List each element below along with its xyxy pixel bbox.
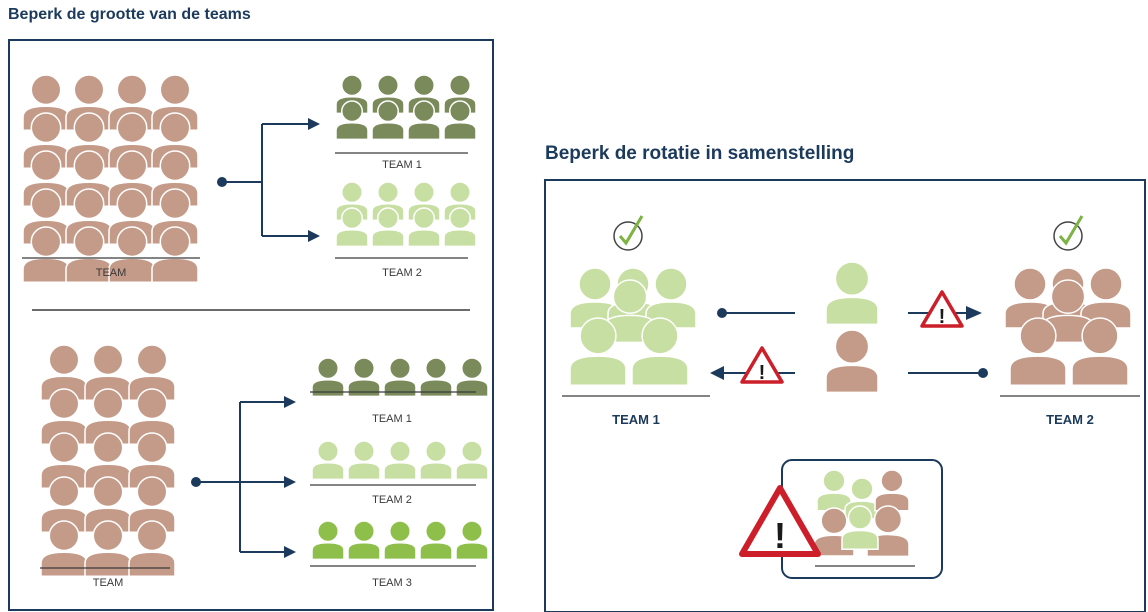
top-split-connector	[222, 123, 310, 237]
person-icon	[311, 440, 345, 481]
bottom-target-label-3: TEAM 3	[372, 577, 412, 589]
person-icon	[65, 226, 113, 283]
arrow-right-icon	[308, 118, 320, 130]
person-icon	[455, 520, 489, 561]
person-icon	[383, 440, 417, 481]
bottom-target-label-2: TEAM 2	[372, 494, 412, 506]
person-icon	[419, 357, 453, 398]
person-icon	[407, 207, 441, 248]
person-icon	[311, 520, 345, 561]
person-icon	[874, 469, 910, 512]
bottom-split-node	[191, 477, 201, 487]
person-icon	[419, 440, 453, 481]
person-icon	[1080, 267, 1132, 329]
person-icon	[40, 520, 88, 577]
right-panel-frame	[544, 179, 1146, 612]
bottom-split-connector	[196, 401, 286, 553]
arrow-right-icon	[966, 306, 982, 320]
person-icon	[22, 226, 70, 283]
right-team2-label: TEAM 2	[1046, 412, 1094, 427]
person-icon	[443, 100, 477, 141]
person-icon	[347, 440, 381, 481]
person-icon	[455, 357, 489, 398]
top-target-label-2: TEAM 2	[382, 267, 422, 279]
arrow-right-icon	[308, 230, 320, 242]
person-icon	[841, 505, 879, 550]
person-icon	[347, 357, 381, 398]
warning-symbol: !	[759, 362, 766, 384]
person-icon	[335, 207, 369, 248]
person-icon	[371, 207, 405, 248]
person-icon	[816, 469, 852, 512]
top-target-label-1: TEAM 1	[382, 159, 422, 171]
person-icon	[1009, 317, 1067, 386]
warning-symbol: !	[939, 306, 946, 328]
top-source-label: TEAM	[96, 267, 127, 279]
person-icon	[311, 357, 345, 398]
person-icon	[84, 520, 132, 577]
right-team1-label: TEAM 1	[612, 412, 660, 427]
arrow-right-icon	[284, 546, 296, 558]
check-circle-icon	[613, 215, 644, 251]
bottom-target-label-1: TEAM 1	[372, 413, 412, 425]
arrow-right-icon	[284, 396, 296, 408]
person-icon	[151, 226, 199, 283]
warning-triangle-icon: !	[740, 346, 784, 384]
person-icon	[335, 100, 369, 141]
warning-symbol: !	[774, 515, 786, 556]
left-panel-title: Beperk de grootte van de teams	[8, 6, 251, 23]
person-icon	[569, 317, 627, 386]
top-split-node	[217, 177, 227, 187]
check-circle-icon	[1053, 215, 1084, 251]
right-panel-title: Beperk de rotatie in samenstelling	[545, 143, 855, 164]
warning-triangle-icon: !	[920, 290, 964, 328]
person-icon	[825, 329, 879, 394]
person-icon	[825, 261, 879, 326]
connector-node	[717, 308, 727, 318]
person-icon	[1071, 317, 1129, 386]
bottom-source-label: TEAM	[93, 577, 124, 589]
warning-triangle-icon: !	[739, 485, 821, 557]
person-icon	[419, 520, 453, 561]
person-icon	[631, 317, 689, 386]
person-icon	[407, 100, 441, 141]
baselines	[22, 152, 1140, 569]
person-icon	[383, 357, 417, 398]
person-icon	[455, 440, 489, 481]
person-icon	[866, 505, 910, 558]
person-icon	[443, 207, 477, 248]
person-icon	[371, 100, 405, 141]
person-icon	[347, 520, 381, 561]
connector-node	[978, 368, 988, 378]
arrow-left-icon	[710, 366, 724, 380]
person-icon	[383, 520, 417, 561]
left-panel-frame	[8, 39, 494, 611]
arrow-right-icon	[284, 476, 296, 488]
person-icon	[128, 520, 176, 577]
